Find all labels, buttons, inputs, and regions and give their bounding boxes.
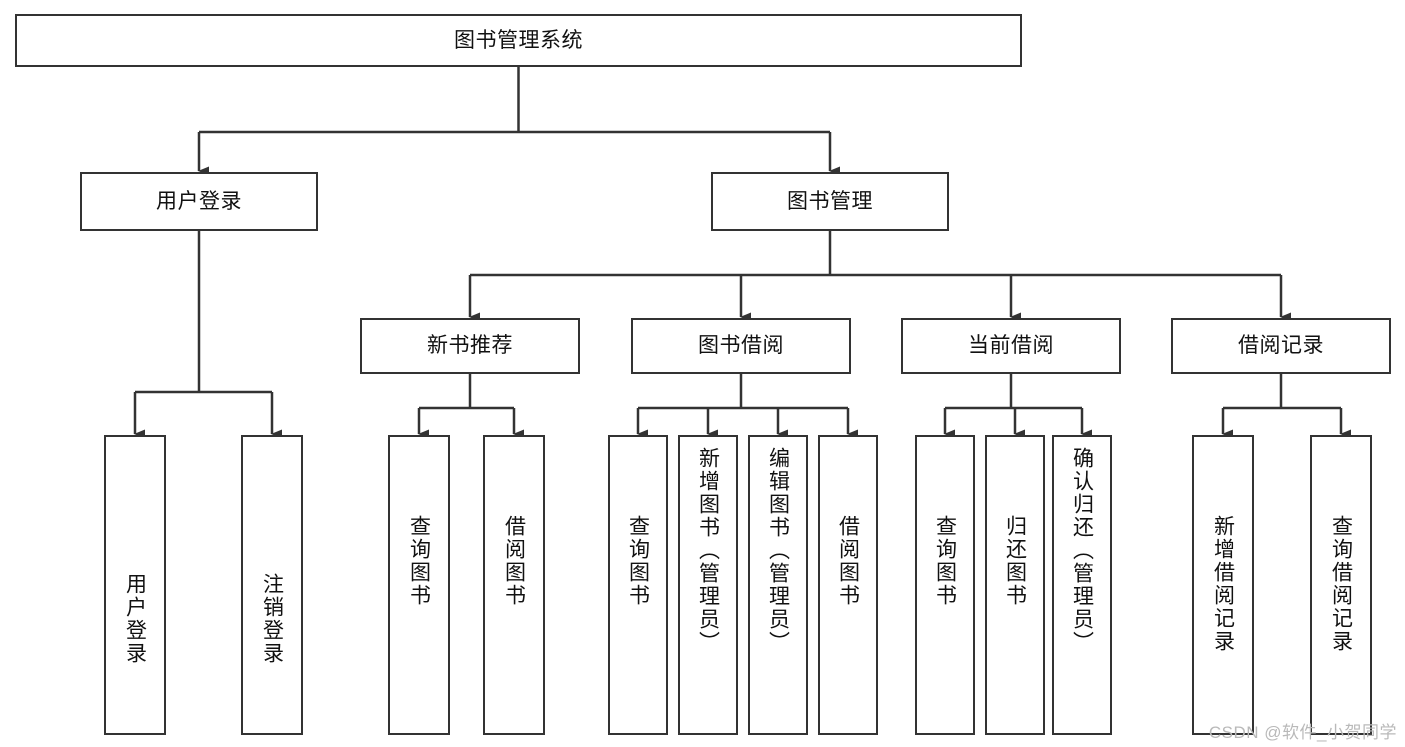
node-label-leaf-borrow-book-2: 借阅图书 <box>836 515 860 607</box>
node-root[interactable]: 图书管理系统 <box>15 14 1022 67</box>
watermark-label: CSDN @软件_小贺同学 <box>1208 723 1397 742</box>
node-label-leaf-user-login: 用户登录 <box>123 573 147 665</box>
node-label-user-login: 用户登录 <box>156 189 242 213</box>
node-leaf-user-login[interactable]: 用户登录 <box>104 435 166 735</box>
node-leaf-query-book-3[interactable]: 查询图书 <box>915 435 975 735</box>
node-label-leaf-add-record: 新增借阅记录 <box>1211 515 1235 653</box>
node-book-manage[interactable]: 图书管理 <box>711 172 949 231</box>
node-borrow-record[interactable]: 借阅记录 <box>1171 318 1391 374</box>
node-leaf-borrow-book-1[interactable]: 借阅图书 <box>483 435 545 735</box>
node-label-leaf-query-book-1: 查询图书 <box>407 515 431 607</box>
node-label-leaf-return-book: 归还图书 <box>1003 515 1027 607</box>
node-leaf-borrow-book-2[interactable]: 借阅图书 <box>818 435 878 735</box>
node-leaf-add-record[interactable]: 新增借阅记录 <box>1192 435 1254 735</box>
node-label-leaf-borrow-book-1: 借阅图书 <box>502 515 526 607</box>
node-label-current-borrow: 当前借阅 <box>968 334 1054 358</box>
node-leaf-query-book-2[interactable]: 查询图书 <box>608 435 668 735</box>
node-new-book-rec[interactable]: 新书推荐 <box>360 318 580 374</box>
node-leaf-return-book[interactable]: 归还图书 <box>985 435 1045 735</box>
node-leaf-query-record[interactable]: 查询借阅记录 <box>1310 435 1372 735</box>
node-leaf-add-book[interactable]: 新增图书（管理员） <box>678 435 738 735</box>
node-user-login[interactable]: 用户登录 <box>80 172 318 231</box>
node-label-leaf-query-book-2: 查询图书 <box>626 515 650 607</box>
node-leaf-logout[interactable]: 注销登录 <box>241 435 303 735</box>
node-leaf-confirm-return[interactable]: 确认归还（管理员） <box>1052 435 1112 735</box>
node-label-leaf-query-book-3: 查询图书 <box>933 515 957 607</box>
node-label-leaf-query-record: 查询借阅记录 <box>1329 515 1353 653</box>
node-label-root: 图书管理系统 <box>454 28 583 52</box>
node-label-book-manage: 图书管理 <box>787 189 873 213</box>
node-label-leaf-confirm-return: 确认归还（管理员） <box>1070 447 1094 654</box>
node-label-leaf-add-book: 新增图书（管理员） <box>696 447 720 654</box>
node-book-borrow[interactable]: 图书借阅 <box>631 318 851 374</box>
node-current-borrow[interactable]: 当前借阅 <box>901 318 1121 374</box>
node-label-new-book-rec: 新书推荐 <box>427 334 513 358</box>
node-leaf-edit-book[interactable]: 编辑图书（管理员） <box>748 435 808 735</box>
node-label-leaf-edit-book: 编辑图书（管理员） <box>766 447 790 654</box>
node-leaf-query-book-1[interactable]: 查询图书 <box>388 435 450 735</box>
node-label-leaf-logout: 注销登录 <box>260 573 284 665</box>
edge-paths <box>133 67 1351 439</box>
node-label-book-borrow: 图书借阅 <box>698 334 784 358</box>
node-label-borrow-record: 借阅记录 <box>1238 334 1324 358</box>
